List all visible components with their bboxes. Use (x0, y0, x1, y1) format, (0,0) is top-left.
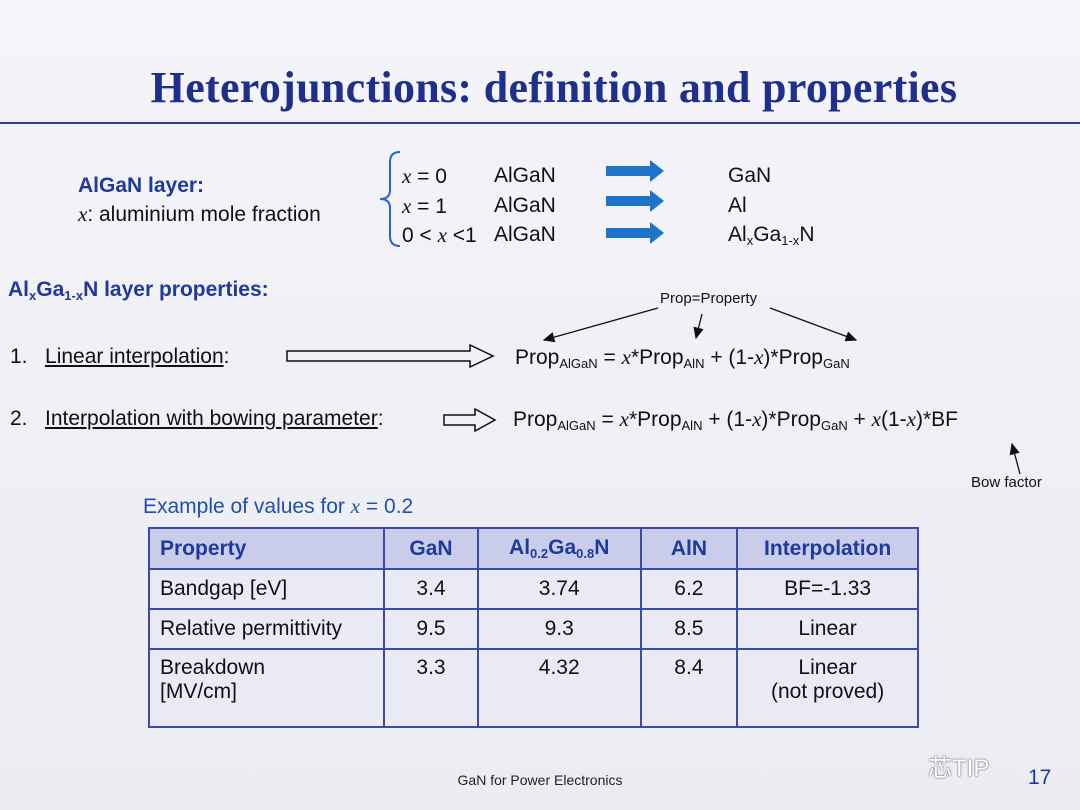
bow-factor-label: Bow factor (971, 474, 1042, 491)
header-property: Property (147, 527, 386, 570)
case-result-1: Al (728, 194, 747, 217)
header-gan: GaN (383, 527, 479, 570)
algan-description: x: aluminium mole fraction (78, 202, 321, 227)
hollow-arrow-icon (286, 344, 495, 368)
header-aln: AlN (639, 527, 739, 570)
case-row-1: x = 1 (402, 194, 447, 218)
case-row-2: 0 < x <1 (402, 223, 477, 247)
case-material-1: AlGaN (494, 194, 556, 217)
table-row: Breakdown[MV/cm] 3.3 4.32 8.4 Linear(not… (147, 648, 919, 728)
header-interpolation: Interpolation (736, 527, 919, 570)
bowing-formula: PropAlGaN = x*PropAlN + (1-x)*PropGaN + … (513, 407, 958, 433)
example-heading: Example of values for x = 0.2 (143, 494, 414, 518)
case-material-0: AlGaN (494, 164, 556, 187)
linear-formula: PropAlGaN = x*PropAlN + (1-x)*PropGaN (515, 345, 850, 371)
prop-note: Prop=Property (660, 290, 758, 307)
right-arrow-icon (606, 190, 664, 212)
footer: GaN for Power Electronics (457, 772, 623, 788)
page-number: 17 (1028, 766, 1052, 789)
left-brace-icon (379, 151, 401, 247)
layer-properties-heading: AlxGa1-xN layer properties: (8, 278, 269, 303)
title-rule (0, 122, 1080, 124)
method-2: 2. Interpolation with bowing parameter: (10, 407, 384, 430)
slide-title: Heterojunctions: definition and properti… (150, 63, 958, 112)
table-header-row: Property GaN Al0.2Ga0.8N AlN Interpolati… (147, 527, 919, 570)
case-material-2: AlGaN (494, 223, 556, 246)
bow-factor-arrow (1009, 442, 1021, 475)
right-arrow-icon (606, 160, 664, 182)
pointer-arrows (542, 307, 858, 343)
table-row: Relative permittivity 9.5 9.3 8.5 Linear (147, 608, 919, 650)
hollow-arrow-icon (443, 408, 497, 432)
right-arrow-icon (606, 222, 664, 244)
case-result-0: GaN (728, 164, 772, 187)
table-row: Bandgap [eV] 3.4 3.74 6.2 BF=-1.33 (147, 568, 919, 610)
case-row-0: x = 0 (402, 164, 447, 188)
case-result-2: AlxGa1-xN (728, 223, 815, 248)
values-table: Property GaN Al0.2Ga0.8N AlN Interpolati… (147, 527, 919, 728)
algan-desc-var: x (78, 202, 88, 226)
algan-desc-text: : aluminium mole fraction (87, 203, 321, 226)
method-1: 1. Linear interpolation: (10, 345, 230, 368)
header-alloy: Al0.2Ga0.8N (476, 527, 642, 570)
algan-heading: AlGaN layer: (78, 174, 205, 197)
watermark: 芯TIP (928, 755, 990, 782)
